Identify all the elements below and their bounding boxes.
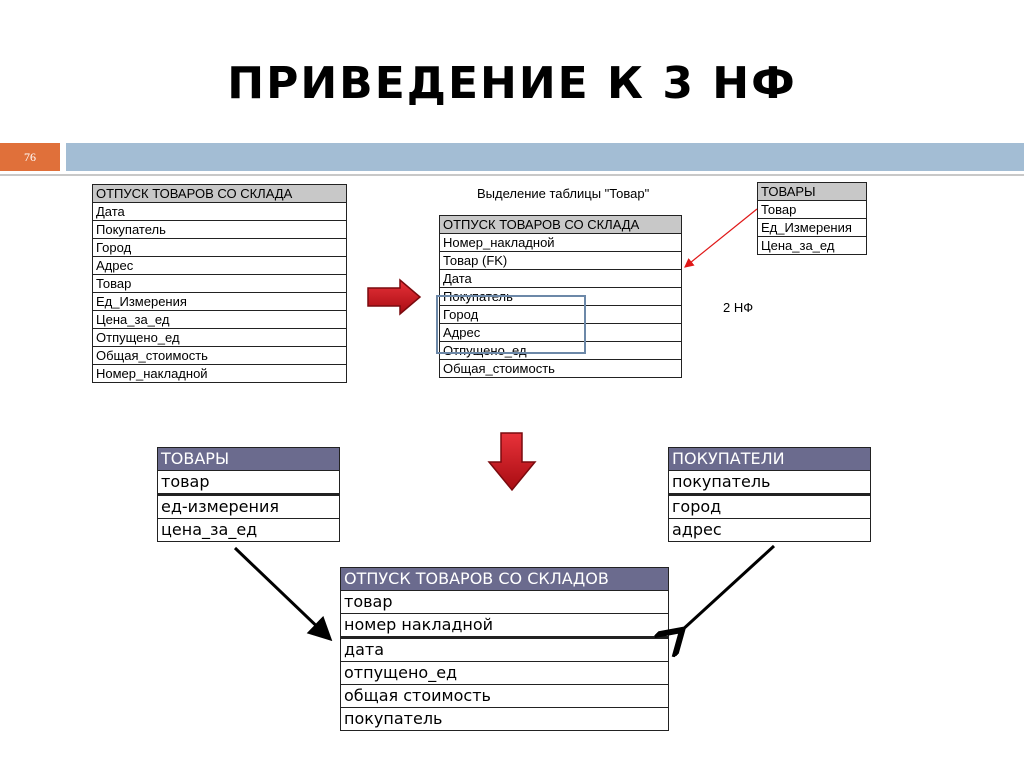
table-row: отпущено_ед — [340, 661, 669, 685]
goods-to-result-arrow — [233, 546, 333, 642]
table-row: Общая_стоимость — [439, 359, 682, 378]
slide-title: ПРИВЕДЕНИЕ К 3 НФ — [227, 58, 797, 109]
table-goods-small: ТОВАРЫ Товар Ед_Измерения Цена_за_ед — [757, 182, 867, 255]
table-header: ТОВАРЫ — [157, 447, 340, 471]
table-row: покупатель — [668, 470, 871, 495]
table-row: общая стоимость — [340, 684, 669, 708]
table-row: адрес — [668, 518, 871, 542]
table-result: ОТПУСК ТОВАРОВ СО СКЛАДОВ товар номер на… — [340, 567, 669, 731]
header-divider — [0, 174, 1024, 176]
table-row: Ед_Измерения — [92, 292, 347, 311]
label-2nf: 2 НФ — [723, 300, 754, 315]
fk-link-line — [684, 208, 758, 268]
table-goods: ТОВАРЫ товар ед-измерения цена_за_ед — [157, 447, 340, 542]
down-arrow-icon — [487, 432, 537, 492]
table-row: Товар (FK) — [439, 251, 682, 270]
table-header: ТОВАРЫ — [757, 182, 867, 201]
table-row: Отпущено_ед — [439, 341, 682, 360]
buyers-to-result-arrow — [680, 544, 776, 632]
table-row: цена_за_ед — [157, 518, 340, 542]
highlight-buyer-group — [436, 295, 586, 354]
table-row: товар — [157, 470, 340, 495]
slide-number: 76 — [0, 143, 60, 171]
caption-select-goods: Выделение таблицы "Товар" — [477, 186, 650, 201]
table-row: покупатель — [340, 707, 669, 731]
table-row: Цена_за_ед — [757, 236, 867, 255]
header-band — [66, 143, 1024, 171]
table-source: ОТПУСК ТОВАРОВ СО СКЛАДА Дата Покупатель… — [92, 184, 347, 383]
table-row: Товар — [757, 200, 867, 219]
table-header: ПОКУПАТЕЛИ — [668, 447, 871, 471]
table-row: номер накладной — [340, 613, 669, 638]
table-row: Город — [439, 305, 682, 324]
table-row: Отпущено_ед — [92, 328, 347, 347]
table-buyers: ПОКУПАТЕЛИ покупатель город адрес — [668, 447, 871, 542]
right-arrow-icon — [367, 278, 422, 316]
table-row: Номер_накладной — [92, 364, 347, 383]
